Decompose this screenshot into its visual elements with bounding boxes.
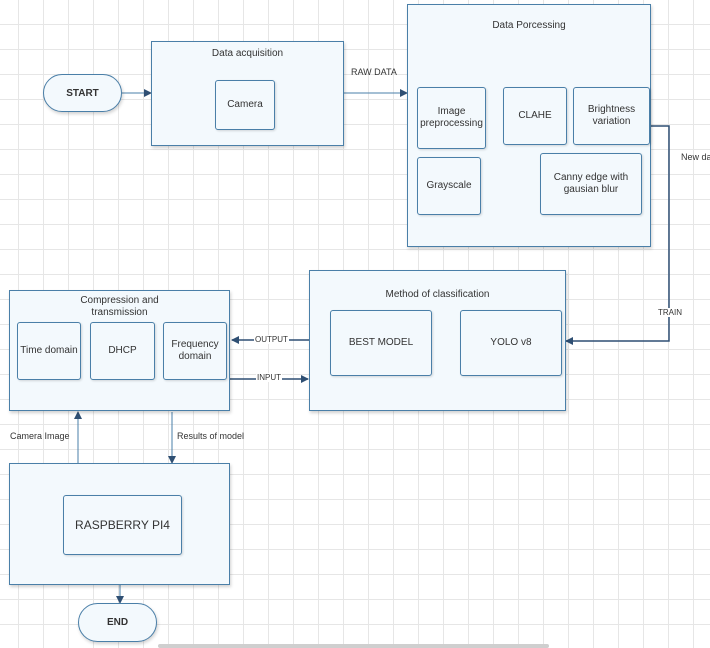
start-node[interactable]: START [43, 74, 122, 112]
data-acquisition-box[interactable]: Data acquisition Camera [151, 41, 344, 146]
grayscale-node[interactable]: Grayscale [417, 157, 481, 215]
new-data-label: New data [681, 152, 710, 162]
best-model-node[interactable]: BEST MODEL [330, 310, 432, 376]
results-of-model-label: Results of model [177, 431, 245, 441]
classification-box[interactable]: Method of classification BEST MODEL YOLO… [309, 270, 566, 411]
horizontal-scrollbar[interactable] [158, 644, 549, 648]
compression-title: Compression and transmission [80, 295, 159, 318]
time-domain-node[interactable]: Time domain [17, 322, 81, 380]
camera-node[interactable]: Camera [215, 80, 275, 130]
dhcp-node[interactable]: DHCP [90, 322, 155, 380]
data-processing-box[interactable]: Data Porcessing Image preprocessing CLAH… [407, 4, 651, 247]
raw-data-label: RAW DATA [351, 67, 397, 77]
yolo-v8-node[interactable]: YOLO v8 [460, 310, 562, 376]
data-processing-title: Data Porcessing [492, 20, 566, 31]
classification-title: Method of classification [385, 289, 490, 300]
clahe-node[interactable]: CLAHE [503, 87, 567, 145]
frequency-domain-node[interactable]: Frequency domain [163, 322, 227, 380]
compression-box[interactable]: Compression and transmission Time domain… [9, 290, 230, 411]
canny-edge-node[interactable]: Canny edge with gausian blur [540, 153, 642, 215]
raspberry-pi4-node[interactable]: RASPBERRY PI4 [63, 495, 182, 555]
input-label: INPUT [256, 373, 282, 382]
data-acquisition-title: Data acquisition [211, 48, 284, 59]
brightness-variation-node[interactable]: Brightness variation [573, 87, 650, 145]
image-preprocessing-node[interactable]: Image preprocessing [417, 87, 486, 149]
train-label: TRAIN [657, 308, 683, 317]
raspberry-box[interactable]: RASPBERRY PI4 [9, 463, 230, 585]
output-label: OUTPUT [254, 335, 289, 344]
end-node[interactable]: END [78, 603, 157, 642]
camera-image-label: Camera Image [10, 431, 70, 441]
